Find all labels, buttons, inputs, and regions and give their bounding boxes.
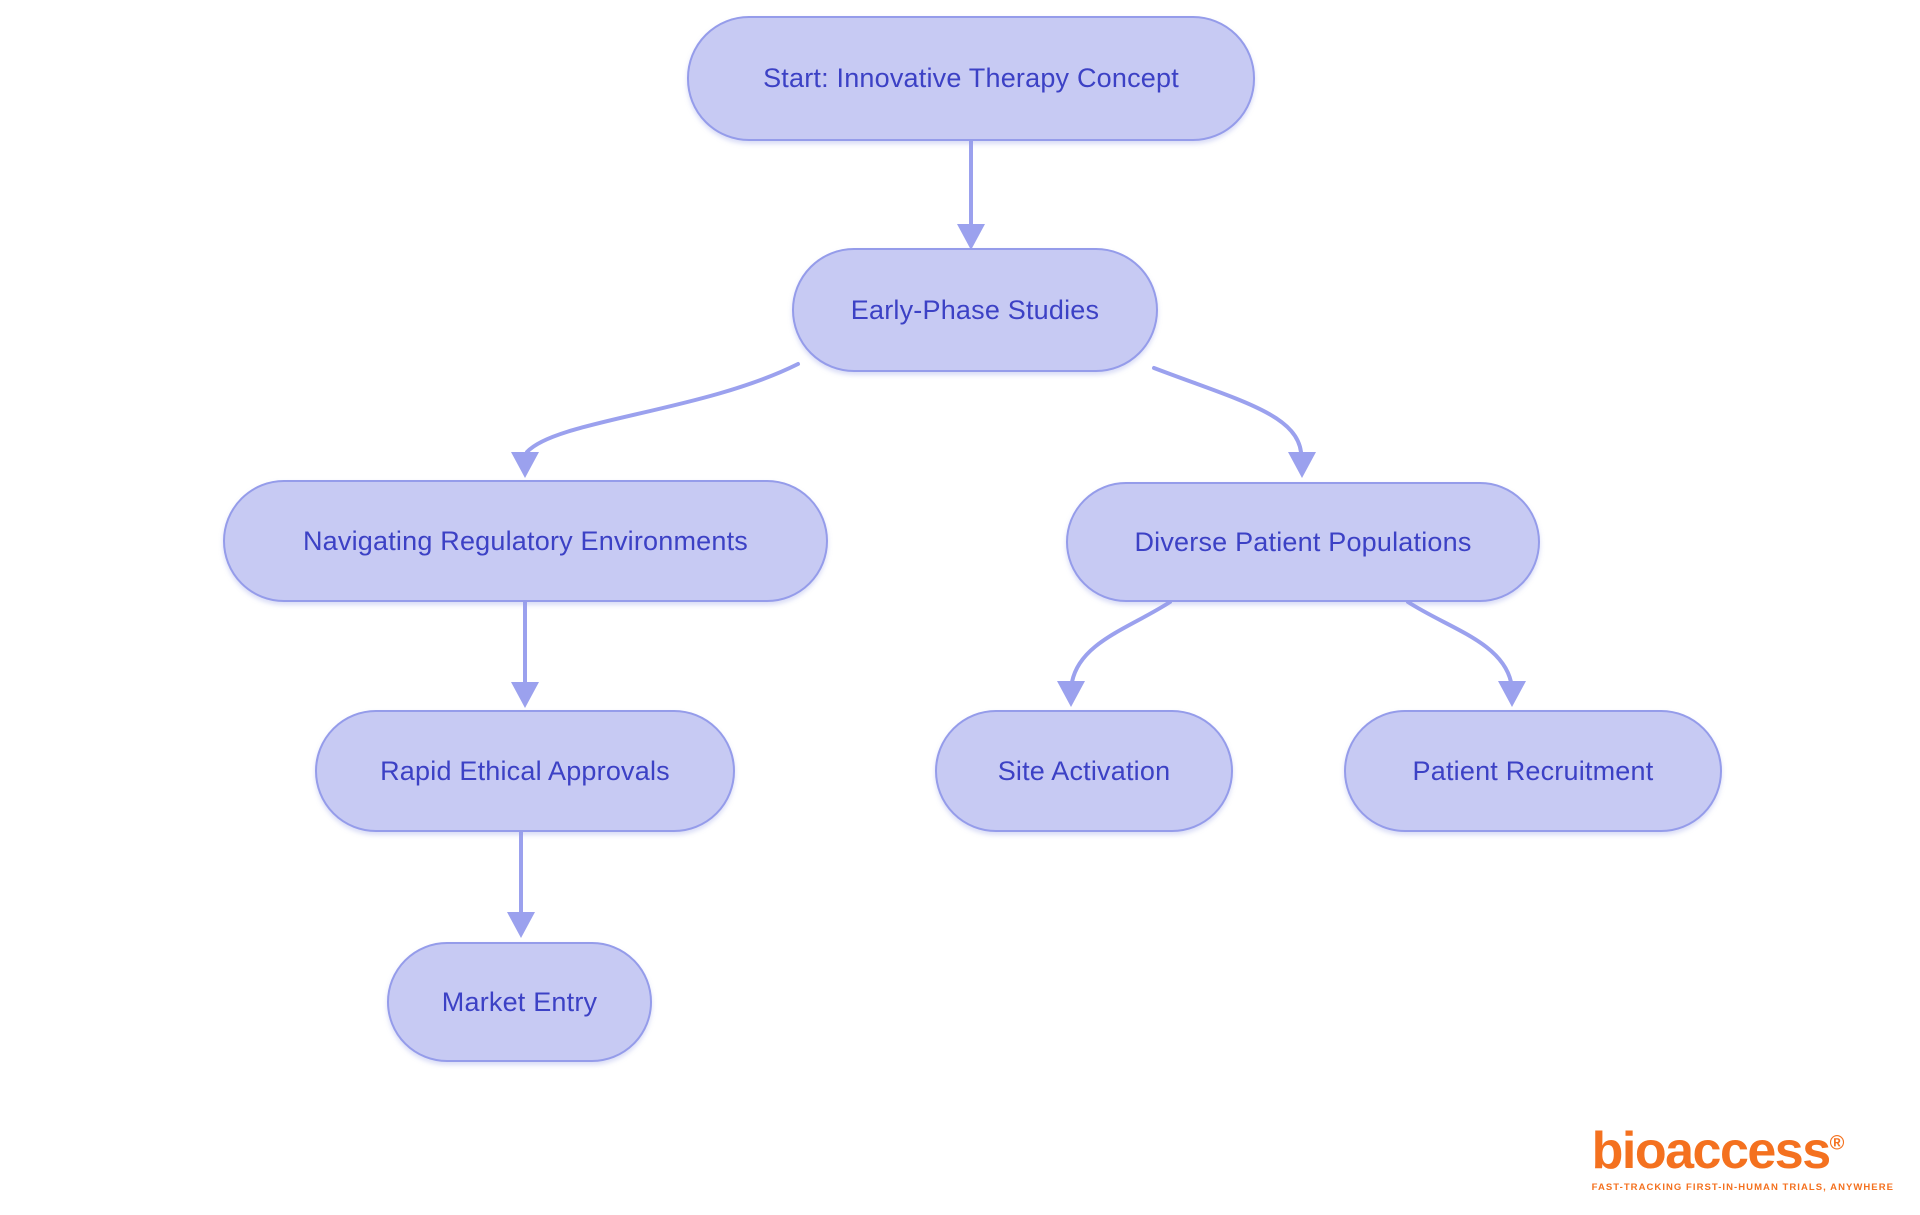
edge-early-regulatory [525, 362, 800, 454]
arrowhead-diverse-site [1057, 681, 1085, 707]
flowchart-node-market: Market Entry [387, 942, 652, 1062]
node-label: Market Entry [441, 986, 598, 1017]
edge-diverse-site [1070, 600, 1172, 684]
bioaccess-wordmark-text: bioaccess [1591, 1122, 1832, 1180]
arrowhead-diverse-recruitment [1498, 681, 1526, 707]
flowchart-node-start: Start: Innovative Therapy Concept [687, 16, 1255, 141]
arrowhead-start-early [957, 224, 985, 250]
registered-trademark-symbol: ® [1829, 1132, 1845, 1155]
node-label: Start: Innovative Therapy Concept [763, 63, 1179, 93]
flowchart-node-diverse: Diverse Patient Populations [1066, 482, 1540, 602]
edge-early-diverse [1152, 366, 1303, 454]
node-label: Rapid Ethical Approvals [380, 755, 670, 786]
edge-diverse-recruitment [1406, 600, 1513, 684]
flowchart-node-early: Early-Phase Studies [792, 248, 1158, 372]
flowchart-node-regulatory: Navigating Regulatory Environments [223, 480, 828, 602]
node-label: Patient Recruitment [1412, 755, 1654, 786]
bioaccess-wordmark: bioaccess® [1592, 1125, 1894, 1177]
node-label: Navigating Regulatory Environments [302, 525, 749, 556]
flowchart-node-recruitment: Patient Recruitment [1344, 710, 1722, 832]
arrowhead-ethical-market [507, 912, 535, 938]
arrowhead-early-regulatory [511, 452, 539, 478]
flowchart-node-site: Site Activation [935, 710, 1233, 832]
bioaccess-tagline: FAST-TRACKING FIRST-IN-HUMAN TRIALS, ANY… [1591, 1182, 1894, 1193]
arrowhead-early-diverse [1288, 452, 1316, 478]
node-label: Early-Phase Studies [850, 294, 1100, 325]
node-label: Site Activation [997, 755, 1171, 786]
node-label: Diverse Patient Populations [1134, 526, 1472, 557]
flowchart-node-ethical: Rapid Ethical Approvals [315, 710, 735, 832]
arrowhead-regulatory-ethical [511, 682, 539, 708]
bioaccess-logo: bioaccess® FAST-TRACKING FIRST-IN-HUMAN … [1592, 1125, 1894, 1193]
